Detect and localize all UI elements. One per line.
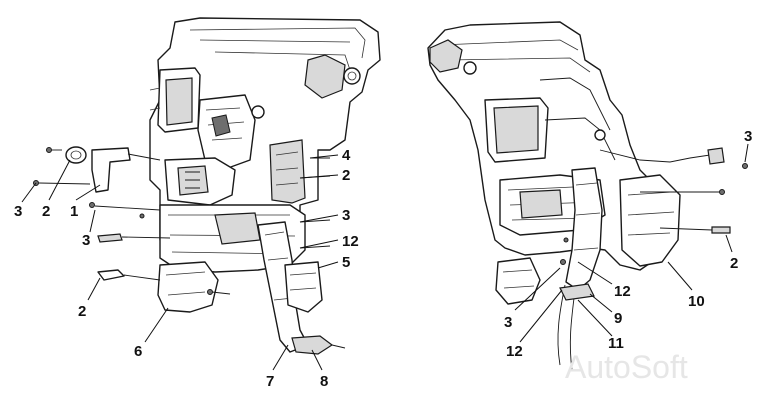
callout-right-3b: 3 <box>504 314 512 331</box>
callout-left-3c: 3 <box>342 207 350 224</box>
callout-left-2c: 2 <box>342 167 350 184</box>
right-assembly-view <box>427 21 748 371</box>
callout-right-2: 2 <box>730 255 738 272</box>
callout-left-2b: 2 <box>78 303 86 320</box>
callout-left-6: 6 <box>134 343 142 360</box>
callout-right-12a: 12 <box>614 283 631 300</box>
left-view-callouts: 3 2 1 3 2 6 7 8 4 2 3 12 5 <box>14 147 359 390</box>
right-view-leaders <box>514 143 749 343</box>
callout-right-12b: 12 <box>506 343 523 360</box>
right-view-callouts: 3 2 10 12 9 11 3 12 <box>504 128 752 360</box>
callout-left-3a: 3 <box>14 203 22 220</box>
callout-left-4: 4 <box>342 147 351 164</box>
fastener-group-left <box>33 146 231 295</box>
callout-right-3a: 3 <box>744 128 752 145</box>
callout-left-7: 7 <box>266 373 274 390</box>
callout-left-8: 8 <box>320 373 328 390</box>
callout-left-3b: 3 <box>82 232 90 249</box>
callout-left-1: 1 <box>70 203 78 220</box>
callout-left-2a: 2 <box>42 203 50 220</box>
callout-left-5: 5 <box>342 254 350 271</box>
callout-right-10: 10 <box>688 293 705 310</box>
callout-left-12: 12 <box>342 233 359 250</box>
left-view-leaders <box>21 154 339 371</box>
left-assembly-view <box>33 17 381 355</box>
callout-right-11: 11 <box>608 335 624 352</box>
watermark-text: AutoSoft <box>565 349 688 385</box>
callout-right-9: 9 <box>614 310 622 327</box>
